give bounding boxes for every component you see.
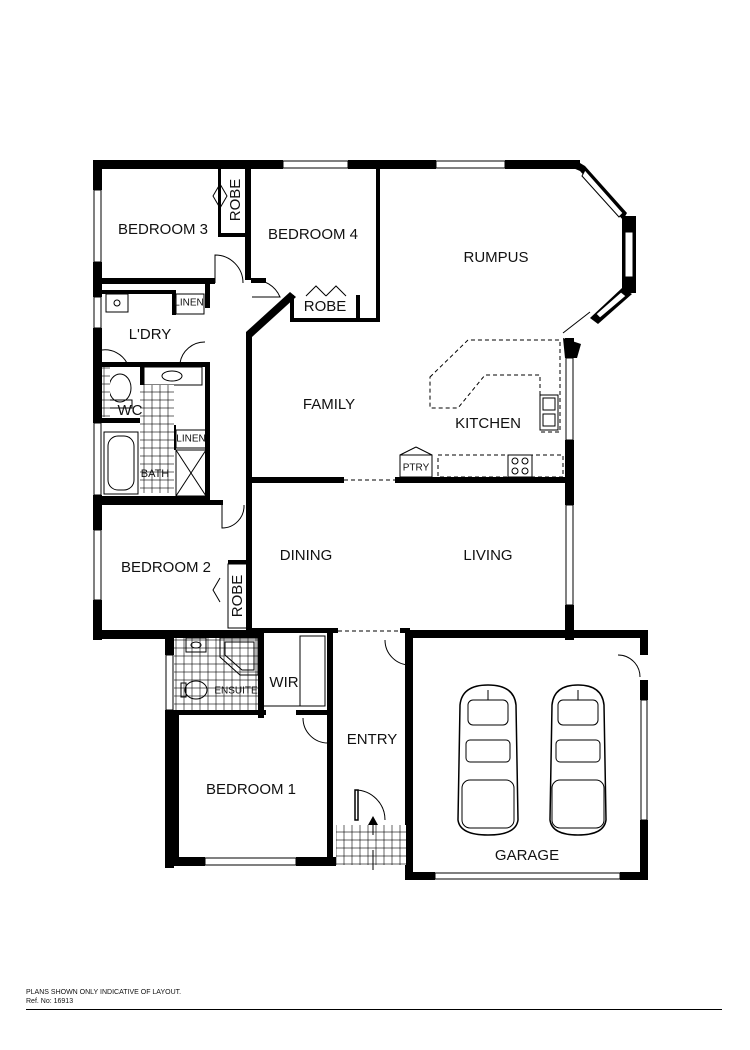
room-label-garage: GARAGE xyxy=(495,847,559,864)
room-label-laundry: L'DRY xyxy=(129,326,172,343)
room-label-bedroom1: BEDROOM 1 xyxy=(206,781,296,798)
laundry-fixtures xyxy=(105,293,205,315)
room-label-robe-b2: ROBE xyxy=(229,575,246,618)
footer-divider xyxy=(26,1009,722,1010)
footer-disclaimer: PLANS SHOWN ONLY INDICATIVE OF LAYOUT. xyxy=(26,989,182,996)
room-label-wc: WC xyxy=(118,402,143,419)
car-icon xyxy=(549,684,607,836)
ensuite-fixtures xyxy=(180,637,259,700)
room-label-family: FAMILY xyxy=(303,396,355,413)
tile-patterns xyxy=(102,367,406,865)
room-label-bedroom3: BEDROOM 3 xyxy=(118,221,208,238)
openings xyxy=(246,379,400,632)
robe-doors xyxy=(212,183,347,629)
room-label-bath: BATH xyxy=(141,468,170,480)
room-label-linen-top: LINEN xyxy=(174,298,203,309)
windows xyxy=(93,160,648,880)
room-label-linen-bath: LINEN xyxy=(176,434,205,445)
room-label-kitchen: KITCHEN xyxy=(455,415,521,432)
room-label-entry: ENTRY xyxy=(347,731,398,748)
footer-reference: Ref. No: 16913 xyxy=(26,998,74,1005)
room-label-robe-b4: ROBE xyxy=(304,298,347,315)
room-label-wir: WIR xyxy=(269,674,298,691)
car-icon xyxy=(457,684,519,836)
room-label-living: LIVING xyxy=(463,547,512,564)
wir-shelving xyxy=(264,635,326,707)
kitchen-bench xyxy=(399,339,564,478)
room-label-bedroom2: BEDROOM 2 xyxy=(121,559,211,576)
entry-arrow-icon xyxy=(368,816,378,870)
room-label-pantry: PTRY xyxy=(403,463,430,474)
room-label-ensuite: ENSUITE xyxy=(214,686,258,697)
room-label-robe-b3: ROBE xyxy=(227,179,244,222)
room-label-dining: DINING xyxy=(280,547,333,564)
exterior-walls xyxy=(93,160,648,880)
bay-window xyxy=(573,160,636,324)
room-label-rumpus: RUMPUS xyxy=(463,249,528,266)
doors xyxy=(101,254,641,821)
room-label-bedroom4: BEDROOM 4 xyxy=(268,226,358,243)
